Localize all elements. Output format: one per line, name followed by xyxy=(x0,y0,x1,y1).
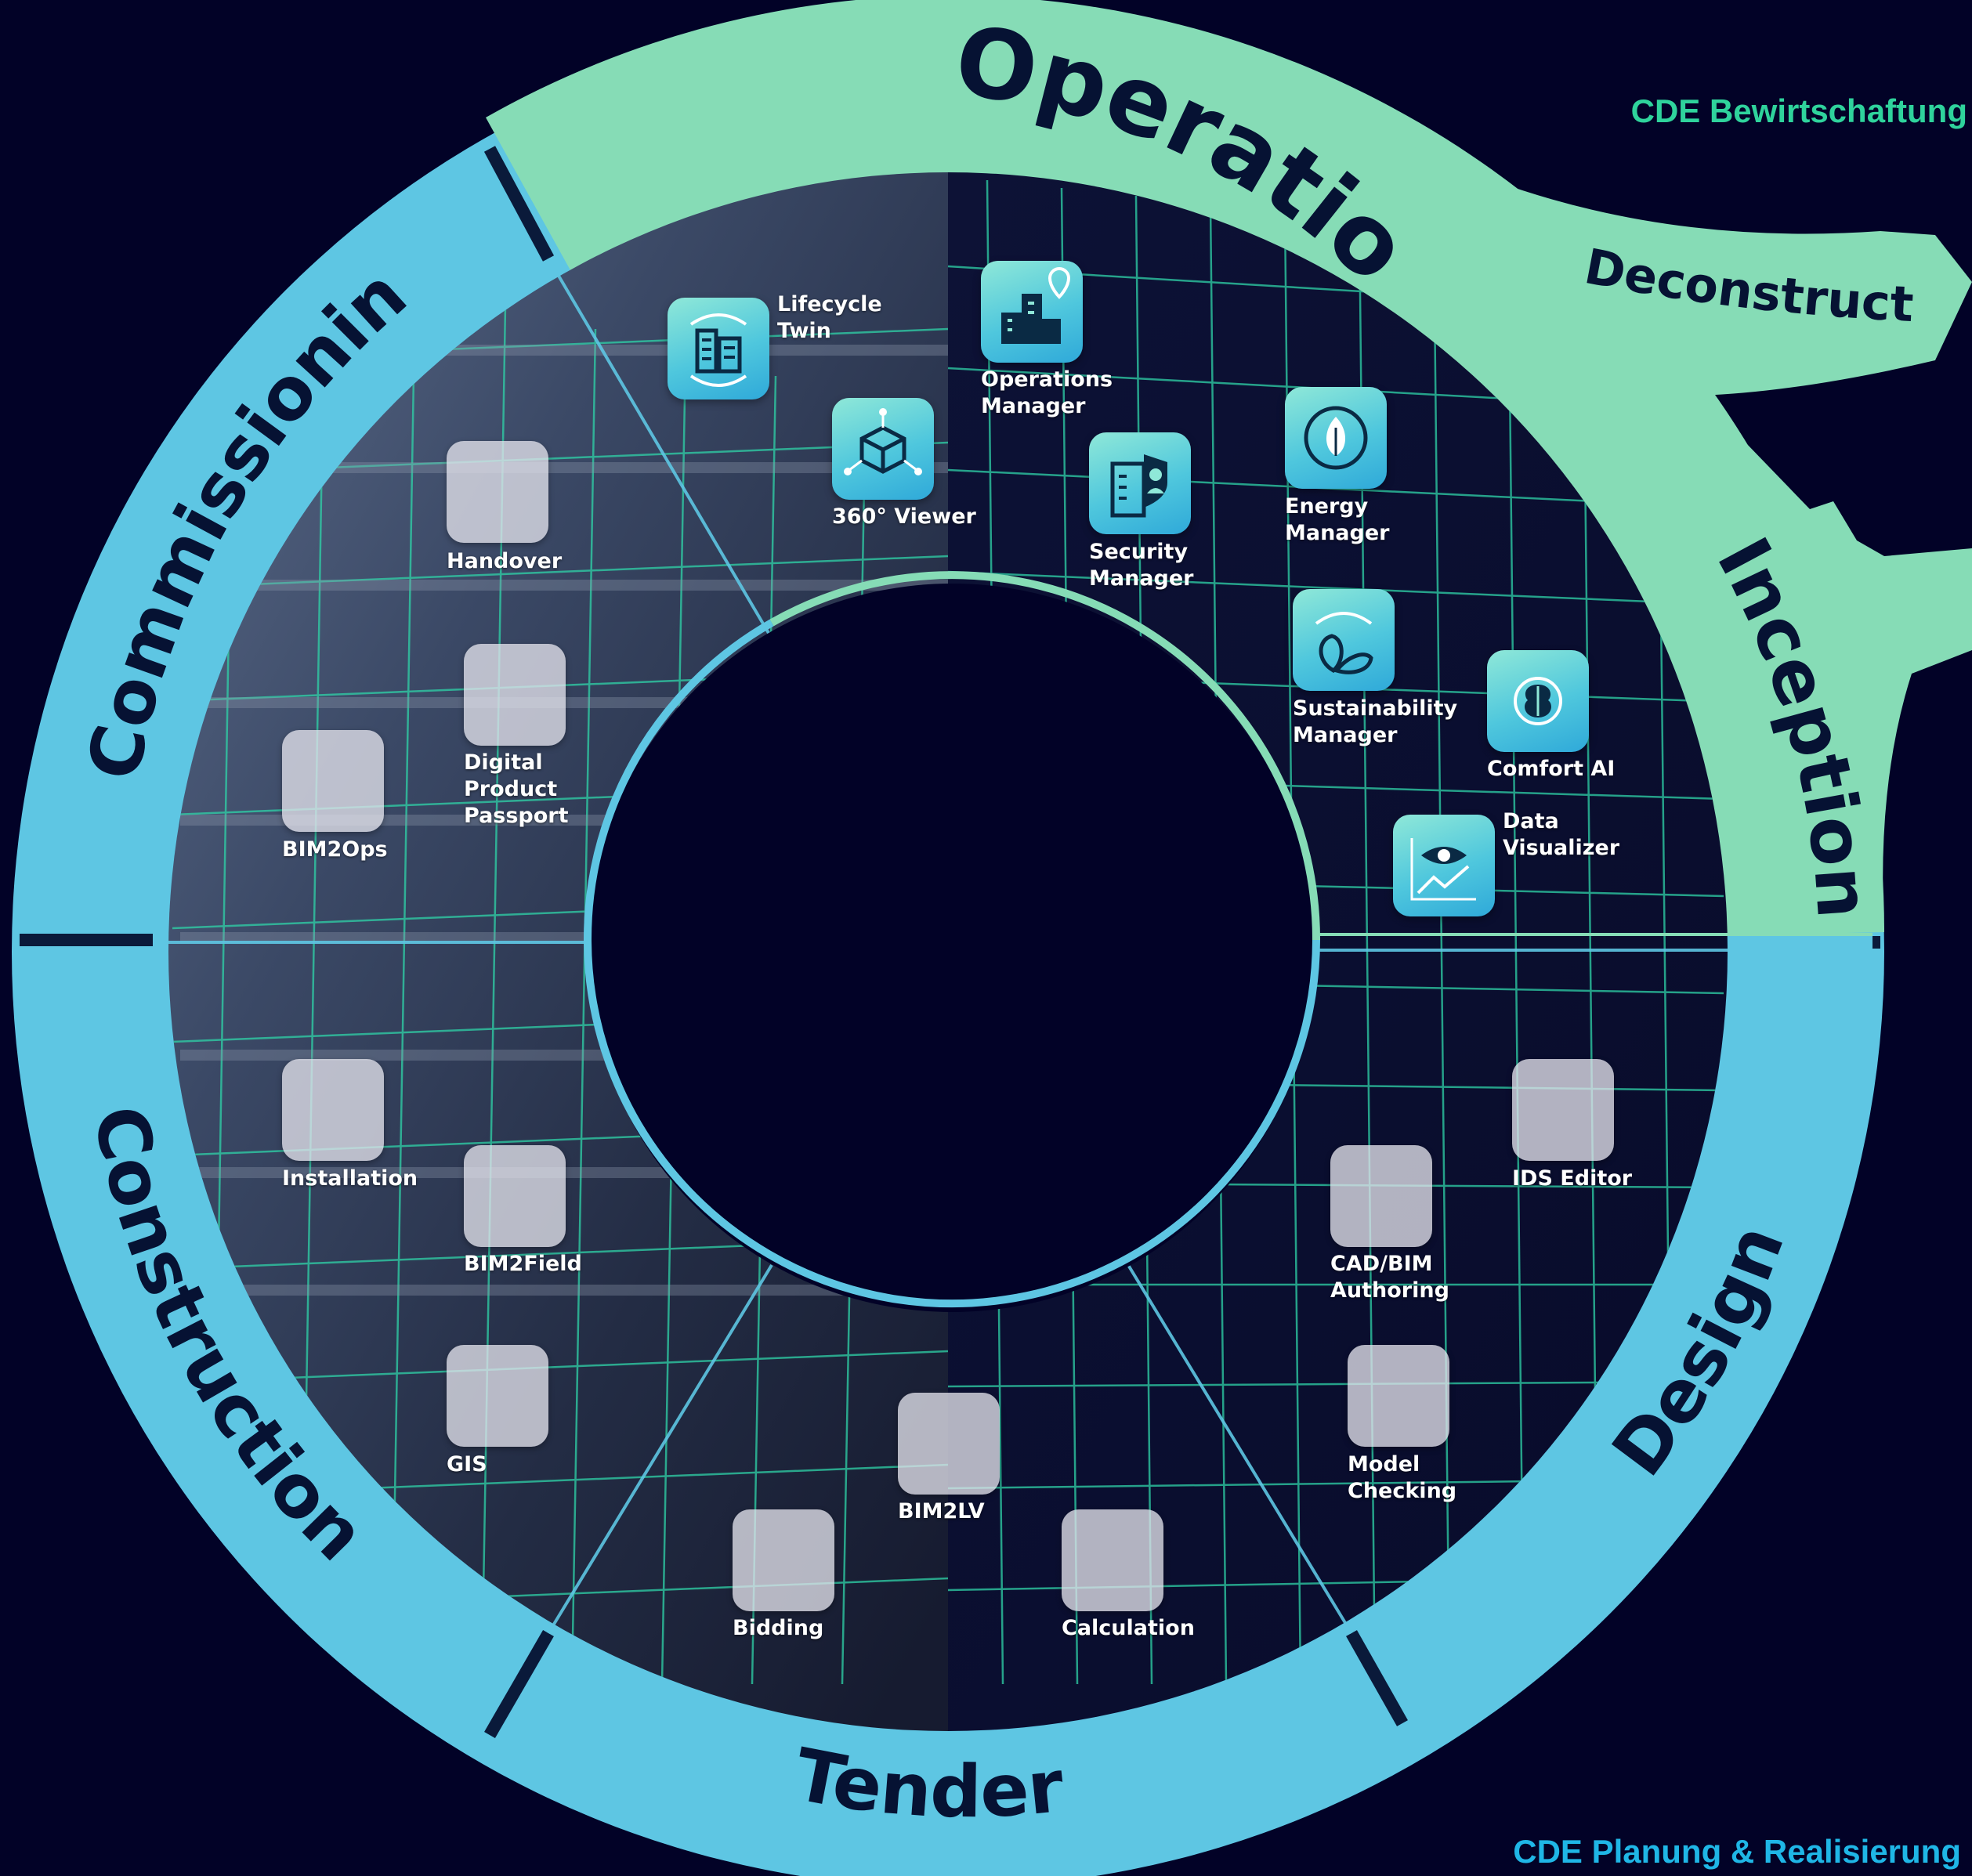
center-hole xyxy=(588,584,1316,1312)
cde-planning-label: CDE Planung & Realisierung xyxy=(1513,1833,1961,1870)
svg-text:Tender: Tender xyxy=(788,1733,1068,1834)
app-tile-comfort-ai[interactable] xyxy=(1487,650,1589,752)
app-label-handover: Handover xyxy=(447,549,563,573)
app-tile-ids-editor[interactable] xyxy=(1512,1059,1614,1161)
app-tile-cad-bim-authoring[interactable] xyxy=(1330,1145,1432,1247)
app-label-bim2field: BIM2Field xyxy=(464,1252,582,1276)
app-tile-energy-manager[interactable] xyxy=(1285,387,1387,489)
building-pin-icon xyxy=(1001,267,1071,344)
inner-ring-planning xyxy=(584,619,1320,1308)
eye-chart-icon xyxy=(1410,838,1476,901)
app-tile-bim2lv[interactable] xyxy=(898,1393,1000,1495)
app-label-ids-editor: IDS Editor xyxy=(1512,1166,1633,1191)
app-tile-digital-product-passport[interactable] xyxy=(464,644,566,746)
operation-swoosh-tail xyxy=(1379,129,1972,932)
segment-dividers xyxy=(20,146,1408,1738)
app-label-cad-bim-authoring: CAD/BIM Authoring xyxy=(1330,1252,1449,1303)
app-label-digital-product-passport: Digital Product Passport xyxy=(464,750,569,828)
app-label-calculation: Calculation xyxy=(1062,1616,1195,1640)
app-tile-handover[interactable] xyxy=(447,441,548,543)
building-cycle-icon xyxy=(689,313,747,387)
app-label-bidding: Bidding xyxy=(733,1616,824,1640)
app-label-installation: Installation xyxy=(282,1166,418,1191)
app-label-data-visualizer: Data Visualizer xyxy=(1503,809,1620,860)
app-label-bim2lv: BIM2LV xyxy=(898,1499,985,1524)
cde-operation-label: CDE Bewirtschaftung xyxy=(1630,92,1967,129)
brain-icon xyxy=(1514,677,1563,725)
phase-label-tender[interactable]: Tender xyxy=(788,1733,1068,1834)
app-label-energy-manager: Energy Manager xyxy=(1285,494,1390,545)
cube-network-icon xyxy=(844,408,922,475)
app-label-bim2ops: BIM2Ops xyxy=(282,837,388,862)
app-tile-model-checking[interactable] xyxy=(1348,1345,1449,1447)
app-tile-bidding[interactable] xyxy=(733,1509,834,1611)
app-label-lifecycle-twin: Lifecycle Twin xyxy=(777,292,882,343)
app-tile-bim2ops[interactable] xyxy=(282,730,384,832)
app-tile-360-viewer[interactable] xyxy=(832,398,934,500)
leaf-cycle-icon xyxy=(1304,406,1368,470)
app-label-model-checking: Model Checking xyxy=(1348,1452,1457,1503)
app-tile-sustainability-manager[interactable] xyxy=(1293,589,1395,691)
app-tile-installation[interactable] xyxy=(282,1059,384,1161)
app-label-gis: GIS xyxy=(447,1452,487,1477)
app-label-360-viewer: 360° Viewer xyxy=(832,504,976,529)
leaves-arrow-icon xyxy=(1315,612,1373,674)
app-tile-gis[interactable] xyxy=(447,1345,548,1447)
app-label-sustainability-manager: Sustainability Manager xyxy=(1293,696,1458,747)
app-tile-bim2field[interactable] xyxy=(464,1145,566,1247)
building-shield-icon xyxy=(1110,454,1167,518)
app-label-comfort-ai: Comfort AI xyxy=(1487,757,1616,781)
inner-ring-operation xyxy=(769,571,1321,941)
app-label-security-manager: Security Manager xyxy=(1089,540,1194,591)
app-tile-calculation[interactable] xyxy=(1062,1509,1163,1611)
app-tile-lifecycle-twin[interactable] xyxy=(668,298,769,399)
app-tile-data-visualizer[interactable] xyxy=(1393,815,1495,916)
app-tile-operations-manager[interactable] xyxy=(981,261,1083,363)
app-label-operations-manager: Operations Manager xyxy=(981,367,1113,418)
app-tile-security-manager[interactable] xyxy=(1089,432,1191,534)
